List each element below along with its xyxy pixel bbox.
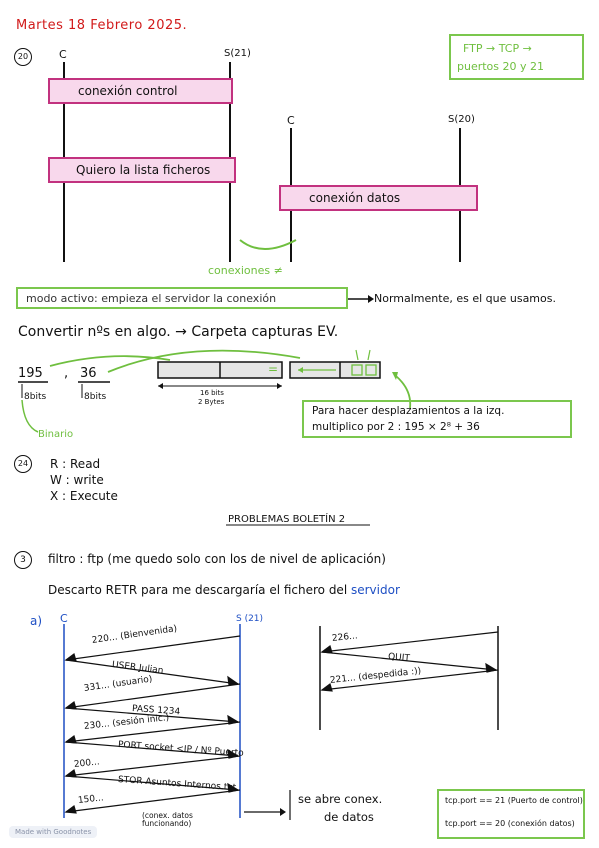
msg-quit: QUIT (387, 652, 411, 664)
descarto-text: Descarto RETR para me descargaría el fic… (48, 583, 400, 597)
convertir-text: Convertir nºs en algo. → Carpeta captura… (18, 324, 339, 340)
client-label: C (59, 48, 67, 61)
server-label: S(21) (224, 48, 251, 59)
page-date: Martes 18 Febrero 2025. (16, 18, 188, 33)
tcp-note-box: tcp.port == 21 (Puerto de control) tcp.p… (437, 789, 585, 839)
bytes2-label: 2 Bytes (198, 398, 225, 406)
modo-activo-box: modo activo: empieza el servidor la cone… (16, 287, 348, 309)
permiso-execute: X : Execute (50, 489, 118, 503)
permiso-read: R : Read (50, 457, 101, 471)
problemas-title: PROBLEMAS BOLETÍN 2 (228, 514, 346, 525)
permiso-write: W : write (50, 473, 104, 487)
client2-label: C (287, 114, 295, 127)
seq-server-label: S (21) (236, 614, 264, 624)
box-conexion-control: conexión control (48, 78, 233, 104)
seq-client-label: C (60, 612, 68, 625)
tcp-note-line2: tcp.port == 20 (conexión datos) (445, 819, 575, 828)
abre-line1: se abre conex. (298, 792, 383, 806)
bits-label-1: 8bits (24, 392, 47, 402)
tcp-note-line1: tcp.port == 21 (Puerto de control) (445, 796, 583, 805)
comma: , (64, 366, 69, 381)
bits-label-2: 8bits (84, 392, 107, 402)
section-number-24: 24 (14, 455, 32, 473)
equals-sign: = (268, 362, 279, 376)
binario-label: Binario (38, 429, 74, 440)
modo-activo-text: modo activo: empieza el servidor la cone… (26, 292, 277, 305)
descarto-prefix: Descarto RETR para me descargaría el fic… (48, 583, 348, 597)
number-36: 36 (80, 366, 97, 381)
conex-datos-note: (conex. datos funcionando) (142, 811, 193, 828)
part-a-label: a) (30, 614, 43, 628)
section-number-20: 20 (14, 48, 32, 66)
ftp-note-line2: puertos 20 y 21 (457, 60, 545, 73)
box-conexion-datos: conexión datos (279, 185, 478, 211)
descarto-servidor: servidor (350, 583, 400, 597)
section-number-3: 3 (14, 551, 32, 569)
goodnotes-watermark: Made with Goodnotes (9, 826, 98, 838)
desplazamiento-line2: multiplico por 2 : 195 × 2⁸ + 36 (312, 421, 480, 433)
normalmente-text: Normalmente, es el que usamos. (374, 292, 556, 305)
bits16-label: 16 bits (200, 389, 224, 397)
box-lista-ficheros: Quiero la lista ficheros (48, 157, 236, 183)
filtro-text: filtro : ftp (me quedo solo con los de n… (48, 552, 386, 566)
ftp-note-box: FTP → TCP → puertos 20 y 21 (449, 34, 584, 80)
conexiones-note: conexiones ≠ (208, 264, 283, 277)
desplazamiento-line1: Para hacer desplazamientos a la izq. (312, 405, 505, 417)
ftp-note-line1: FTP → TCP → (463, 42, 532, 55)
number-195: 195 (18, 366, 43, 381)
server2-label: S(20) (448, 114, 475, 125)
desplazamiento-box: Para hacer desplazamientos a la izq. mul… (302, 400, 572, 438)
abre-line2: de datos (324, 810, 374, 824)
